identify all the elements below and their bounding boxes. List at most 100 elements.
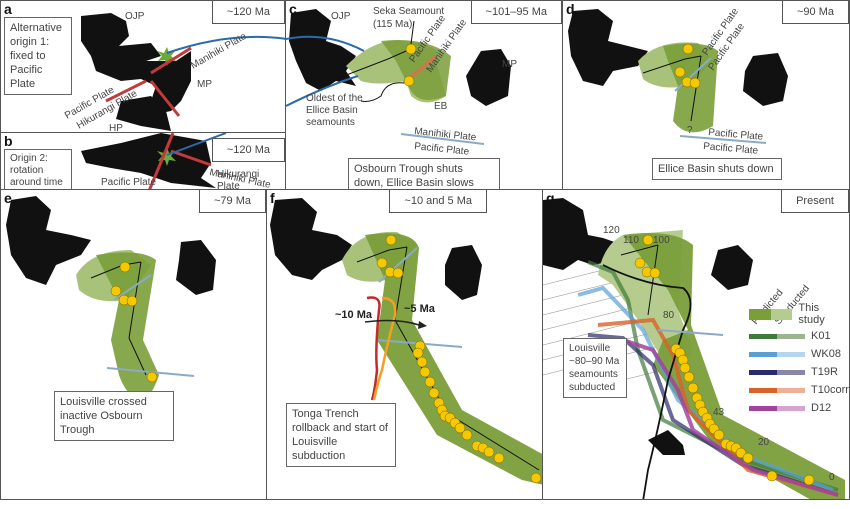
arrowhead-icon — [418, 321, 427, 329]
track-axis — [684, 55, 702, 60]
age-badge: ~120 Ma — [211, 138, 285, 162]
track-axis — [690, 55, 702, 122]
origin-arrow — [166, 133, 227, 156]
track-axis — [90, 264, 124, 279]
label-pacific-3: Pacific Plate — [708, 127, 764, 143]
seamount-marker — [416, 356, 428, 368]
seamount-marker — [376, 257, 388, 269]
seamount-marker — [682, 43, 694, 55]
plate-boundary — [400, 133, 485, 145]
label-pacific: Pacific Plate — [101, 177, 156, 188]
panel-label: b — [4, 133, 13, 149]
green-star-icon — [157, 47, 176, 66]
label-ojp: OJP — [331, 11, 351, 22]
panel-g-map: 120 110 100 80 43 20 0 Predicted Subduct… — [543, 198, 845, 499]
panel-c: OJP Seka Seamount (115 Ma) MP EB Pacific… — [285, 0, 563, 190]
ridge-line — [148, 133, 175, 189]
oldest-seamount-label: Oldest of the Ellice Basin seamounts — [306, 93, 363, 128]
seamount-marker — [742, 452, 754, 464]
ojp-landmass — [289, 9, 356, 91]
legend-item: D12 — [749, 402, 831, 414]
track-axis — [356, 249, 390, 263]
hp-landmass — [116, 96, 171, 131]
ridge-line — [150, 46, 192, 75]
legend-label: D12 — [811, 402, 832, 414]
label-pacific-b: Pacific Plate — [414, 141, 470, 158]
label-hikurangi: Hikurangi — [217, 169, 259, 180]
age-badge: ~120 Ma — [211, 1, 285, 24]
ojp-landmass — [270, 198, 352, 280]
legend-label: K01 — [811, 330, 831, 342]
label-seka-age: (115 Ma) — [373, 19, 412, 30]
panel-label: g — [546, 190, 555, 206]
age-badge: Present — [781, 190, 849, 213]
track-dark — [381, 40, 451, 100]
track-axis — [620, 244, 659, 256]
rollback-arrow — [364, 319, 420, 326]
panel-f-map: ~10 Ma ~5 Ma — [270, 198, 542, 485]
label-pacific-4: Pacific Plate — [703, 141, 759, 157]
legend-label: WK08 — [811, 348, 841, 360]
label-question: ? — [687, 125, 693, 136]
seamount-marker — [713, 429, 725, 441]
label-mp: MP — [197, 79, 212, 90]
age-badge: ~10 and 5 Ma — [389, 190, 487, 213]
mp-landmass — [466, 49, 511, 106]
track-axis — [128, 337, 147, 376]
origin-arrow — [166, 35, 285, 54]
caption: Louisville ~80–90 Ma seamounts subducted — [563, 338, 627, 398]
panel-c-map: OJP Seka Seamount (115 Ma) MP EB Pacific… — [286, 6, 517, 158]
legend-item: WK08 — [749, 348, 841, 360]
label-eb: EB — [434, 101, 448, 112]
age-43: 43 — [713, 407, 725, 418]
ridge-line — [170, 149, 212, 167]
panel-g: 120 110 100 80 43 20 0 Predicted Subduct… — [542, 189, 850, 500]
legend-swatch-subducted — [777, 333, 805, 339]
label-manihiki-b: Manihiki Plate — [414, 126, 477, 143]
plate-boundary — [674, 57, 712, 92]
panel-label: c — [289, 1, 297, 17]
panel-label: f — [270, 190, 275, 206]
panel-e: e ~79 Ma Louisville crossed inactive Osb… — [0, 189, 267, 500]
seamount-marker — [679, 362, 691, 374]
tonga-trench — [602, 264, 692, 499]
age-20: 20 — [758, 437, 770, 448]
caption: Louisville crossed inactive Osbourn Trou… — [54, 391, 174, 441]
track-dark — [365, 233, 542, 485]
hp-landmass — [648, 430, 685, 455]
plate-boundary — [679, 135, 767, 144]
panel-d: Pacific Plate Pacific Plate ? Pacific Pl… — [562, 0, 850, 190]
legend-item: K01 — [749, 330, 831, 342]
age-badge: ~79 Ma — [199, 190, 266, 213]
seamount-marker — [687, 382, 699, 394]
legend-item: This study — [749, 302, 837, 326]
plate-boundary — [378, 247, 418, 283]
leader-line — [360, 82, 405, 102]
seamount-marker — [803, 474, 815, 486]
plate-boundary — [113, 274, 152, 301]
caption: Ellice Basin shuts down — [652, 158, 782, 180]
age-100: 100 — [653, 235, 670, 246]
seamount-marker — [403, 75, 415, 87]
label-10ma: ~10 Ma — [335, 309, 373, 321]
leader-line — [410, 20, 415, 45]
mp-landmass — [711, 245, 753, 290]
origin-arrow — [286, 75, 359, 107]
age-badge: ~90 Ma — [782, 1, 849, 24]
seamount-marker — [110, 285, 122, 297]
legend-label: T19R — [811, 366, 838, 378]
panel-b-map: Manihiki Plate Pacific Plate Hikurangi P… — [81, 133, 272, 190]
ojp-landmass — [543, 198, 623, 270]
label-5ma: ~5 Ma — [404, 303, 436, 315]
legend-label: This study — [798, 302, 825, 326]
label-ojp: OJP — [125, 11, 145, 22]
seamount-marker — [683, 371, 695, 383]
label-mp: MP — [502, 59, 517, 70]
seamount-marker — [392, 267, 404, 279]
origin-arrow — [286, 35, 365, 52]
seamount-marker — [530, 472, 542, 484]
legend-item: T19R — [749, 366, 838, 378]
legend-swatch-subducted — [777, 405, 805, 411]
label-plate: Plate — [217, 181, 240, 190]
seamount-marker — [424, 376, 436, 388]
